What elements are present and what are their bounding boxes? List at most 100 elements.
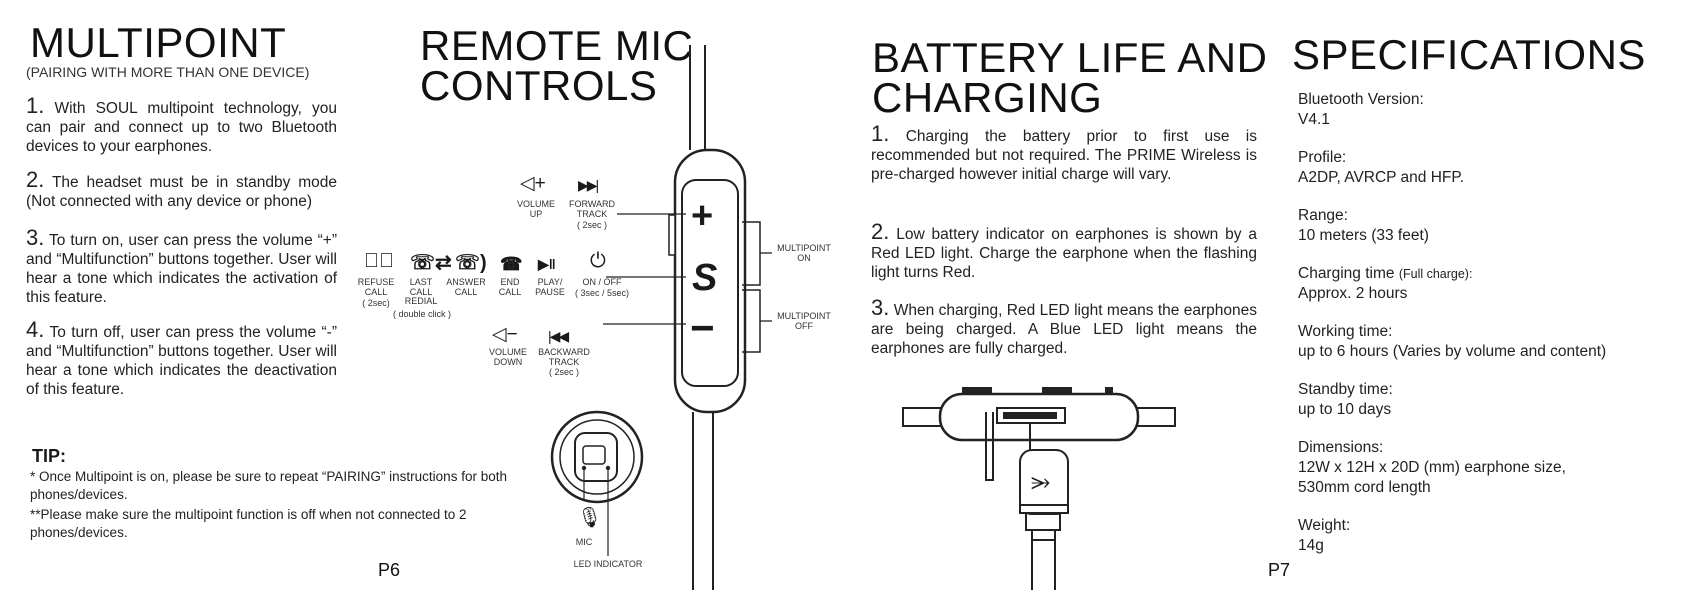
volume-down-icon: ◁− xyxy=(492,324,518,345)
page-number-right: P7 xyxy=(1268,560,1291,580)
volume-up-icon: ◁+ xyxy=(520,173,546,194)
tip-title: TIP: xyxy=(32,446,66,466)
spec-item: Standby time: up to 10 days xyxy=(1298,380,1678,438)
remote-cable-top xyxy=(689,45,706,150)
volume-up-label: VOLUME UP xyxy=(516,199,555,219)
spec-item: Weight: 14g xyxy=(1298,516,1678,560)
end-call-label: END CALL xyxy=(498,277,522,297)
plus-button-symbol: + xyxy=(691,195,714,237)
step-text: With SOUL multipoint technology, you can… xyxy=(26,100,337,155)
last-call-icon: ☏⇄ xyxy=(410,252,452,274)
spec-label: Dimensions: xyxy=(1298,439,1384,456)
volume-down-label: VOLUME DOWN xyxy=(488,347,527,367)
spec-label-main: Charging time xyxy=(1298,265,1395,282)
last-call-label: LAST CALL REDIAL xyxy=(404,277,438,306)
step-number: 2. xyxy=(26,167,45,192)
mic-zoom-diagram xyxy=(550,410,644,556)
step-text: When charging, Red LED light means the e… xyxy=(871,302,1257,357)
step-number: 1. xyxy=(871,121,890,146)
spec-item: Charging time (Full charge): Approx. 2 h… xyxy=(1298,264,1678,322)
step-text: The headset must be in standby mode (Not… xyxy=(26,174,337,210)
spec-value: 10 meters (33 feet) xyxy=(1298,227,1429,244)
step-text: To turn on, user can press the volume “+… xyxy=(26,232,337,306)
spec-label: Profile: xyxy=(1298,149,1347,166)
leader-lines xyxy=(603,213,772,325)
spec-label: Bluetooth Version: xyxy=(1298,91,1424,108)
step-number: 1. xyxy=(26,93,45,118)
answer-call-label: ANSWER CALL xyxy=(446,277,486,297)
multipoint-title: MULTIPOINT xyxy=(30,19,287,66)
spec-item: Working time: up to 6 hours (Varies by v… xyxy=(1298,322,1678,380)
multipoint-step-1: 1. With SOUL multipoint technology, you … xyxy=(26,93,337,156)
remote-cable-bottom xyxy=(692,412,714,590)
last-call-note: ( double click ) xyxy=(392,309,452,319)
battery-title: BATTERY LIFE AND CHARGING xyxy=(872,34,1268,121)
battery-step-2: 2. Low battery indicator on earphones is… xyxy=(871,219,1258,282)
spec-value: A2DP, AVRCP and HFP. xyxy=(1298,169,1465,186)
tip-line-2: **Please make sure the multipoint functi… xyxy=(30,507,467,540)
spec-item: Profile: A2DP, AVRCP and HFP. xyxy=(1298,148,1678,206)
spec-value-2: 530mm cord length xyxy=(1298,479,1431,496)
multipoint-step-3: 3. To turn on, user can press the volume… xyxy=(26,225,337,307)
remote-body xyxy=(668,148,747,414)
mic-label: MIC xyxy=(575,537,593,547)
tip-line-1: * Once Multipoint is on, please be sure … xyxy=(30,469,507,502)
multipoint-step-4: 4. To turn off, user can press the volum… xyxy=(26,317,337,399)
minus-button-symbol: − xyxy=(690,304,715,351)
battery-title-line-1: BATTERY LIFE AND xyxy=(872,34,1268,81)
step-text: Charging the battery prior to first use … xyxy=(871,128,1257,183)
power-icon: ⏻ xyxy=(590,250,606,272)
step-text: To turn off, user can press the volume “… xyxy=(26,324,337,398)
backward-track-label: BACKWARD TRACK xyxy=(538,347,590,367)
end-call-icon: ☎ xyxy=(500,254,523,274)
spec-label-note: (Full charge): xyxy=(1398,267,1473,281)
spec-value: V4.1 xyxy=(1298,111,1330,128)
spec-value: up to 6 hours (Varies by volume and cont… xyxy=(1298,343,1607,360)
spec-item: Range: 10 meters (33 feet) xyxy=(1298,206,1678,264)
specs-title: SPECIFICATIONS xyxy=(1292,31,1646,78)
battery-step-1: 1. Charging the battery prior to first u… xyxy=(871,121,1257,184)
on-off-label: ON / OFF xyxy=(582,277,622,287)
remote-title: REMOTE MIC CONTROLS xyxy=(420,22,694,109)
step-number: 3. xyxy=(871,295,890,320)
multipoint-subtitle: (PAIRING WITH MORE THAN ONE DEVICE) xyxy=(26,64,310,80)
spec-value: 14g xyxy=(1298,537,1324,554)
spec-label: Weight: xyxy=(1298,517,1351,534)
forward-track-label: FORWARD TRACK xyxy=(569,199,615,219)
backward-track-time: ( 2sec ) xyxy=(548,367,579,377)
step-number: 4. xyxy=(26,317,45,342)
battery-step-3: 3. When charging, Red LED light means th… xyxy=(871,295,1257,358)
remote-title-line-2: CONTROLS xyxy=(420,62,658,109)
remote-title-line-1: REMOTE MIC xyxy=(420,22,694,69)
refuse-call-label: REFUSE CALL xyxy=(357,277,395,297)
spec-label: Working time: xyxy=(1298,323,1393,340)
multipoint-on-label: MULTIPOINT ON xyxy=(777,243,831,263)
spec-value: up to 10 days xyxy=(1298,401,1392,418)
refuse-call-icon: ☏⃠ xyxy=(364,250,394,272)
on-off-time: ( 3sec / 5sec) xyxy=(574,288,630,298)
battery-title-line-2: CHARGING xyxy=(872,74,1103,121)
step-number: 2. xyxy=(871,219,890,244)
spec-item: Dimensions: 12W x 12H x 20D (mm) earphon… xyxy=(1298,438,1678,516)
backward-track-icon: |◀◀ xyxy=(548,328,569,344)
led-indicator-label: LED INDICATOR xyxy=(573,559,643,569)
refuse-call-time: ( 2sec) xyxy=(362,298,390,308)
charging-diagram xyxy=(902,387,1176,590)
spec-label: Charging time (Full charge): xyxy=(1298,264,1678,284)
play-pause-icon: ▶‖ xyxy=(538,256,556,272)
spec-label: Standby time: xyxy=(1298,381,1393,398)
play-pause-label: PLAY/ PAUSE xyxy=(535,277,565,297)
multifunction-button-symbol: S xyxy=(692,257,718,299)
step-text: Low battery indicator on earphones is sh… xyxy=(871,226,1258,281)
usb-icon: ⭃ xyxy=(1031,468,1051,495)
page-number-left: P6 xyxy=(378,560,401,580)
step-number: 3. xyxy=(26,225,45,250)
multipoint-step-2: 2. The headset must be in standby mode (… xyxy=(26,167,337,211)
spec-value: Approx. 2 hours xyxy=(1298,285,1408,302)
forward-track-icon: ▶▶| xyxy=(578,177,599,193)
multipoint-off-label: MULTIPOINT OFF xyxy=(777,311,831,331)
answer-call-icon: ☏) xyxy=(455,252,487,274)
spec-label: Range: xyxy=(1298,207,1348,224)
forward-track-time: ( 2sec ) xyxy=(576,220,607,230)
